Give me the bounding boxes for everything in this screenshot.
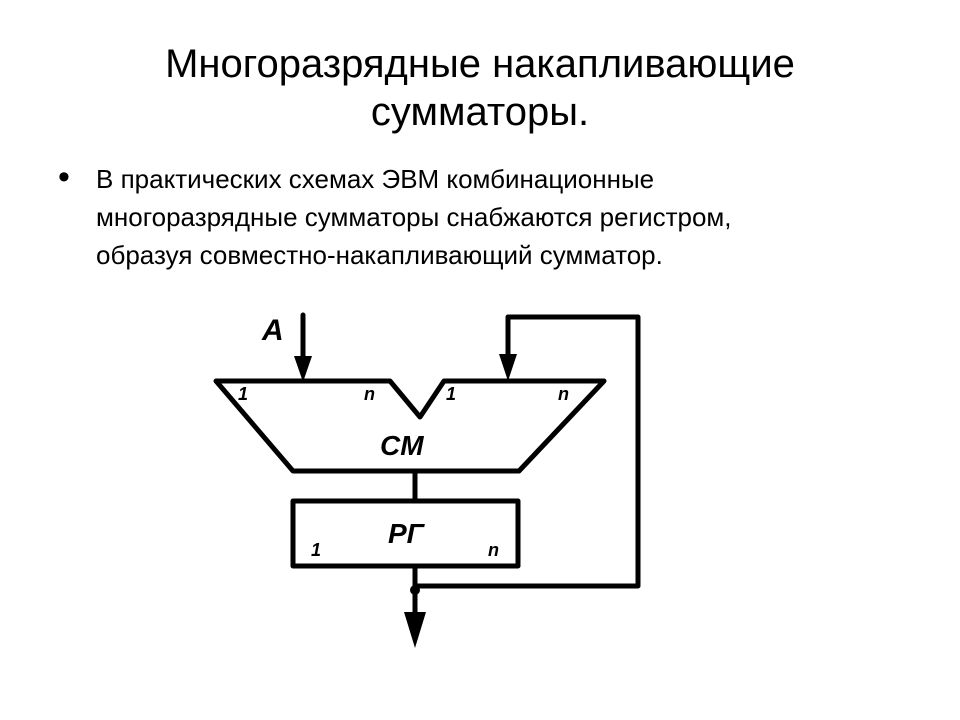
adder-left-last-index: n bbox=[364, 384, 375, 404]
output-junction-dot bbox=[410, 585, 420, 595]
arrow-down-icon bbox=[499, 354, 517, 381]
bullet-line-3: образуя совместно-накапливающий сумматор… bbox=[96, 240, 663, 270]
register-last-index: n bbox=[488, 540, 499, 560]
bullet-line-2: многоразрядные сумматоры снабжаются реги… bbox=[96, 202, 732, 232]
arrow-down-icon bbox=[294, 356, 312, 382]
register-first-index: 1 bbox=[311, 540, 321, 560]
adder-label: СМ bbox=[380, 430, 424, 461]
adder-right-last-index: n bbox=[558, 384, 569, 404]
slide-title-line-1: Многоразрядные накапливающие bbox=[165, 42, 795, 86]
slide-title-line-2: сумматоры. bbox=[370, 90, 590, 134]
adder-block bbox=[213, 378, 607, 474]
adder-left-first-index: 1 bbox=[238, 384, 248, 404]
adder-right-first-index: 1 bbox=[446, 384, 456, 404]
register-label: РГ bbox=[388, 518, 426, 549]
bullet-marker: • bbox=[58, 158, 70, 196]
slide-title: Многоразрядные накапливающие сумматоры. bbox=[0, 40, 960, 136]
bullet-line-1: В практических схемах ЭВМ комбинационные bbox=[96, 164, 655, 194]
arrow-down-icon bbox=[404, 612, 426, 648]
register-block bbox=[290, 498, 521, 569]
bullet-text: В практических схемах ЭВМ комбинационные… bbox=[96, 160, 916, 274]
input-a-label: A bbox=[261, 314, 284, 347]
feedback-line bbox=[412, 314, 641, 589]
